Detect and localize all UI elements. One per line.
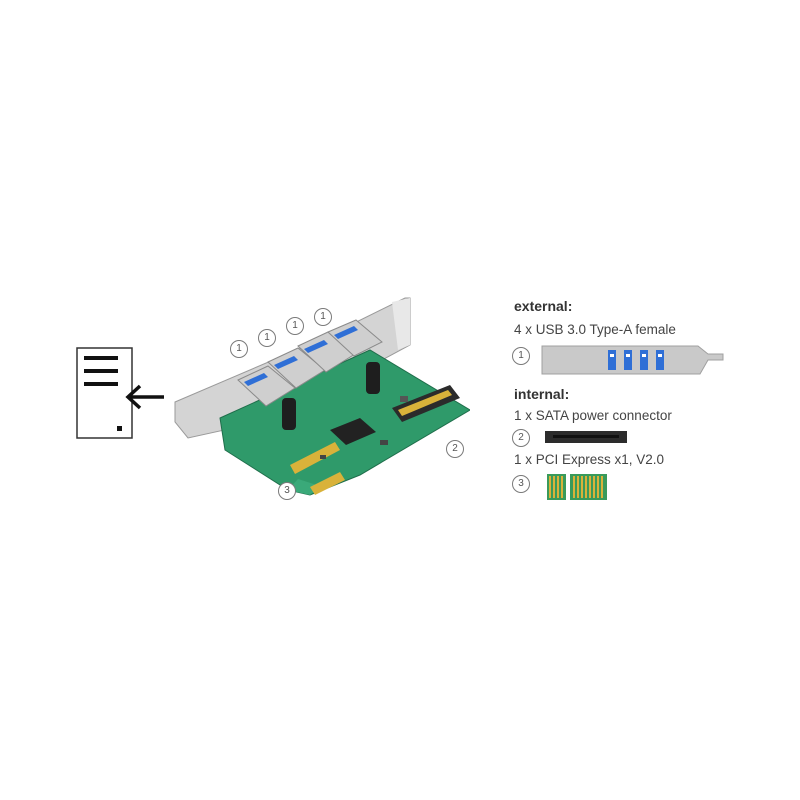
internal-item-1: 1 x SATA power connector [514, 408, 672, 423]
sata-connector-thumbnail [545, 431, 627, 443]
internal-item-2: 1 x PCI Express x1, V2.0 [514, 452, 665, 467]
callout-1-b: 1 [258, 329, 276, 347]
low-profile-bracket-icon [76, 347, 133, 439]
pcie-usb-card-illustration [174, 297, 470, 496]
callout-2: 2 [446, 440, 464, 458]
external-heading: external: [514, 298, 573, 314]
legend-callout-2: 2 [512, 429, 530, 447]
arrow-left-icon [125, 384, 164, 410]
legend-callout-1: 1 [512, 347, 530, 365]
pcie-fingers-thumbnail [547, 474, 607, 500]
legend-callout-3: 3 [512, 475, 530, 493]
callout-1-a: 1 [230, 340, 248, 358]
bracket-thumbnail [541, 345, 724, 375]
callout-3: 3 [278, 482, 296, 500]
callout-1-d: 1 [314, 308, 332, 326]
external-item: 4 x USB 3.0 Type-A female [514, 322, 676, 337]
callout-1-c: 1 [286, 317, 304, 335]
internal-heading: internal: [514, 386, 570, 402]
